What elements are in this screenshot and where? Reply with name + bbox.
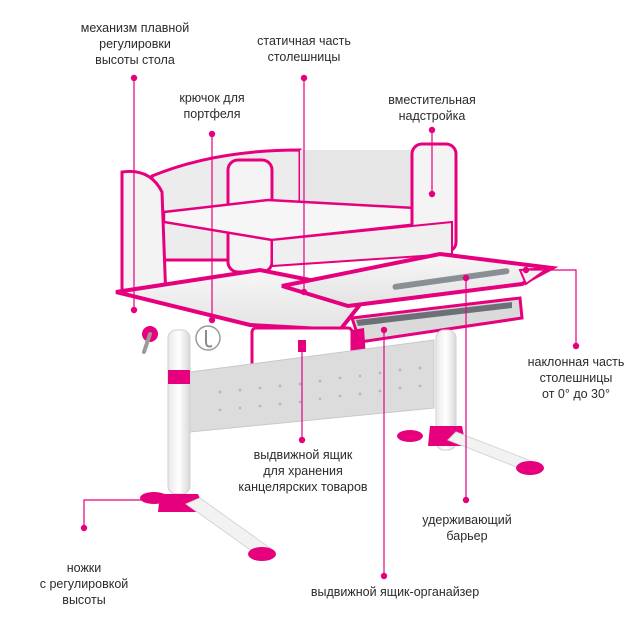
right-leg (397, 329, 544, 475)
callout-line-adjustable-feet (83, 499, 158, 528)
callout-text-line: высоты (62, 593, 106, 607)
callout-adjustable-feet: ножки с регулировкой высоты (22, 560, 146, 608)
hutch-left-side (120, 169, 168, 302)
callout-text-line: механизм плавной (80, 21, 190, 35)
callout-superstructure: вместительная надстройка (372, 92, 492, 124)
callout-text-line: портфеля (183, 107, 241, 121)
hutch (120, 142, 458, 302)
bag-hook (195, 325, 221, 351)
callout-text-line: регулировки (99, 37, 171, 51)
callout-text-line: от 0° до 30° (542, 387, 610, 401)
callout-text-line: статичная часть (257, 34, 351, 48)
callout-text-line: канцелярских товаров (238, 480, 368, 494)
callout-text-line: столешницы (267, 50, 341, 64)
callout-stationery-drawer: выдвижной ящик для хранения канцелярских… (222, 447, 384, 495)
callout-text-line: удерживающий (422, 513, 512, 527)
callout-static-top: статичная часть столешницы (232, 33, 376, 65)
callout-organizer-drawer: выдвижной ящик-органайзер (290, 584, 500, 600)
callout-text-line: крючок для (179, 91, 245, 105)
callout-text-line: столешницы (539, 371, 613, 385)
callout-text-line: выдвижной ящик (253, 448, 353, 462)
callout-text-line: наклонная часть (527, 355, 625, 369)
frame (140, 325, 544, 561)
callout-height-mechanism: механизм плавной регулировки высоты стол… (60, 20, 210, 68)
callout-bag-hook: крючок для портфеля (160, 90, 264, 122)
callout-text-line: для хранения (263, 464, 343, 478)
callout-text-line: вместительная (388, 93, 476, 107)
callout-text-line: надстройка (398, 109, 466, 123)
callout-text-line: барьер (446, 529, 488, 543)
callout-retaining-barrier: удерживающий барьер (412, 512, 522, 544)
callout-text-line: ножки (66, 561, 102, 575)
retaining-barrier-bar (392, 268, 510, 290)
callout-line-tilt-top (526, 269, 577, 346)
crank-handle (142, 326, 158, 354)
callout-text-line: высоты стола (95, 53, 175, 67)
callout-text-line: с регулировкой (39, 577, 129, 591)
callout-tilt-top: наклонная часть столешницы от 0° до 30° (514, 354, 638, 402)
callout-text-line: выдвижной ящик-органайзер (310, 585, 480, 599)
desk-top (115, 251, 559, 333)
left-leg (140, 329, 276, 561)
callout-lines (80, 74, 580, 580)
